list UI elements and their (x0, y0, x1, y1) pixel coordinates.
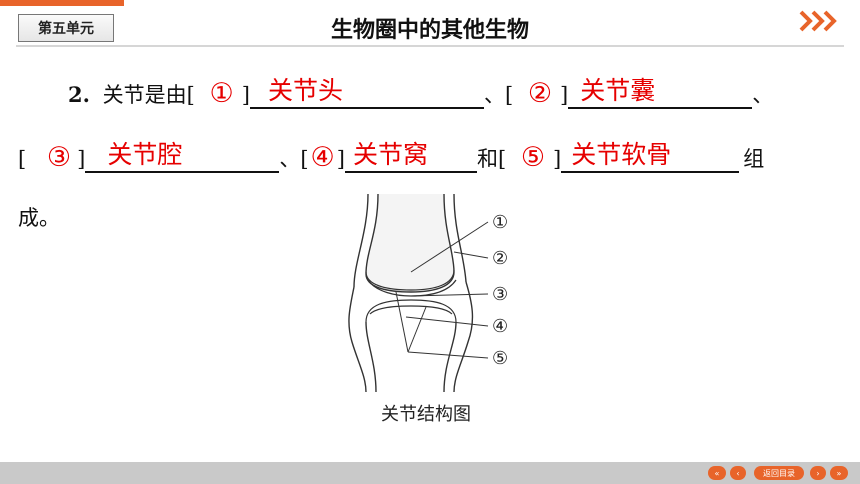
blank-5: 关节软骨 (561, 140, 740, 173)
blank-2: 关节囊 (568, 76, 753, 109)
figure-label-4: ④ (492, 316, 508, 337)
separator: 、 (752, 83, 774, 107)
answer-1: 关节头 (267, 76, 343, 105)
header-divider (16, 45, 844, 47)
header: 第五单元 生物圈中的其他生物 (0, 0, 860, 46)
last-page-button[interactable]: » (830, 466, 848, 480)
unit-badge: 第五单元 (18, 14, 114, 42)
figure-label-2: ② (492, 248, 508, 269)
question-number: 2. (68, 82, 90, 107)
upper-bone-outer-left (353, 193, 369, 288)
prev-page-button[interactable]: ‹ (730, 466, 746, 480)
blank-3: 关节腔 (85, 140, 280, 173)
accent-stripe (0, 0, 124, 6)
upper-bone-outer-right (453, 193, 467, 283)
question-line-1: 2. 关节是由[ ①]关节头、[ ②]关节囊、 (68, 76, 774, 109)
bracket-open: [ (497, 147, 507, 171)
bracket-close: ] (241, 83, 250, 107)
blank-4: 关节窝 (344, 140, 477, 173)
joint-head-shape (365, 193, 455, 293)
answer-5: 关节软骨 (571, 140, 672, 169)
answer-4: 关节窝 (352, 140, 428, 169)
slot-2-number: ② (527, 78, 553, 109)
bracket-close: ] (336, 147, 345, 171)
and-word: 和 (476, 147, 498, 171)
bracket-open: [ (504, 83, 514, 107)
figure-label-3: ③ (492, 284, 508, 305)
slot-4-number: ④ (310, 142, 335, 173)
question-line-3: 成。 (18, 202, 60, 232)
separator: 、 (279, 147, 301, 171)
answer-3: 关节腔 (107, 140, 183, 169)
next-page-button[interactable]: › (810, 466, 826, 480)
question-line-2: [ ③]关节腔、[④]关节窝和[ ⑤]关节软骨组 (18, 140, 765, 173)
slot-5-number: ⑤ (520, 142, 546, 173)
back-to-toc-button[interactable]: 返回目录 (754, 466, 804, 480)
first-page-button[interactable]: « (708, 466, 726, 480)
bracket-open: [ (300, 147, 309, 171)
tail-word: 组 (743, 147, 765, 171)
next-chevron-icon[interactable] (798, 8, 838, 34)
bracket-close: ] (77, 147, 86, 171)
answer-2: 关节囊 (580, 76, 656, 105)
blank-1: 关节头 (249, 76, 484, 109)
slot-1-number: ① (209, 78, 234, 109)
bracket-close: ] (560, 83, 569, 107)
footer-bar (0, 462, 860, 484)
figure-caption: 关节结构图 (381, 404, 471, 425)
slot-3-number: ③ (46, 142, 72, 173)
bracket-open: [ (186, 83, 195, 107)
figure-label-1: ① (492, 212, 508, 233)
figure-label-5: ⑤ (492, 348, 508, 369)
bracket-open: [ (18, 147, 27, 171)
question-intro: 关节是由 (102, 83, 187, 107)
question-end: 成。 (18, 206, 60, 230)
joint-structure-figure: ① ② ③ ④ ⑤ 关节结构图 (316, 192, 536, 430)
page-title: 生物圈中的其他生物 (330, 18, 529, 43)
separator: 、 (483, 83, 505, 107)
bracket-close: ] (553, 147, 562, 171)
